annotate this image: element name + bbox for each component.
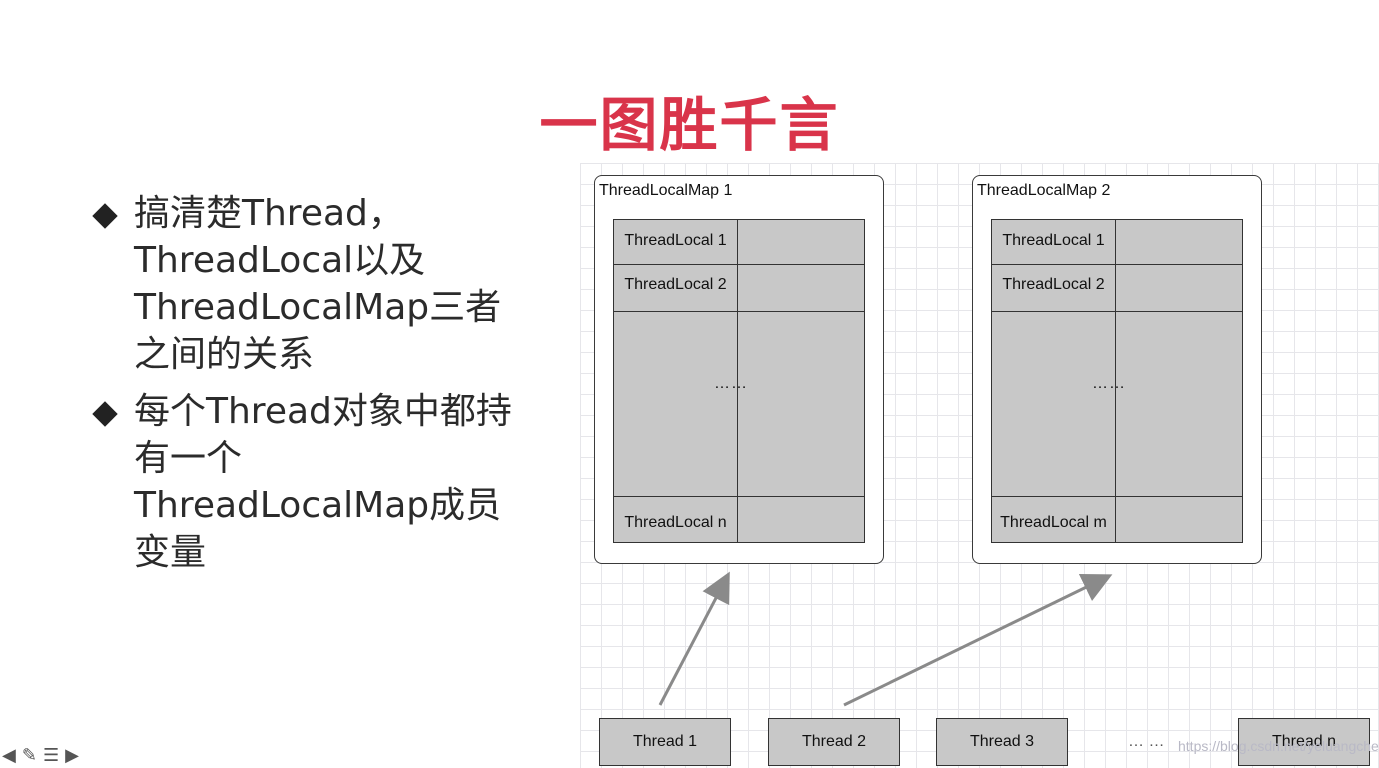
threadlocal-entry: ThreadLocal 1 bbox=[1002, 232, 1105, 249]
diamond-bullet-icon bbox=[92, 203, 118, 229]
threads-ellipsis: … … bbox=[1128, 733, 1165, 750]
thread-box: Thread 3 bbox=[936, 718, 1068, 766]
arrow-thread2-to-map2 bbox=[843, 574, 1113, 707]
thread-box: Thread 1 bbox=[599, 718, 731, 766]
pencil-icon[interactable]: ✎ bbox=[21, 745, 37, 766]
bullet-item: 搞清楚Thread，ThreadLocal以及ThreadLocalMap三者之… bbox=[92, 190, 552, 378]
bullet-text: 每个Thread对象中都持有一个ThreadLocalMap成员变量 bbox=[134, 391, 512, 573]
thread-diagram: ThreadLocalMap 1 ThreadLocal 1 ThreadLoc… bbox=[580, 163, 1379, 768]
slide-nav: ◀ ✎ ☰ ▶ bbox=[2, 746, 79, 766]
threadlocal-entry: ThreadLocal 2 bbox=[624, 276, 727, 293]
threadlocalmap-title: ThreadLocalMap 2 bbox=[977, 182, 1111, 199]
threadlocal-entry: ThreadLocal 1 bbox=[624, 232, 727, 249]
arrow-thread1-to-map1 bbox=[658, 571, 730, 706]
arrows-layer bbox=[658, 571, 1113, 707]
slide-title: 一图胜千言 bbox=[539, 91, 840, 159]
thread-box: Thread 2 bbox=[768, 718, 900, 766]
bullet-list: 搞清楚Thread，ThreadLocal以及ThreadLocalMap三者之… bbox=[92, 190, 552, 586]
threadlocalmap-box: ThreadLocalMap 1 ThreadLocal 1 ThreadLoc… bbox=[594, 175, 884, 564]
threadlocal-entry: ThreadLocal n bbox=[624, 514, 727, 531]
bullet-item: 每个Thread对象中都持有一个ThreadLocalMap成员变量 bbox=[92, 388, 552, 576]
arrow-left-icon[interactable]: ◀ bbox=[2, 745, 16, 766]
table-ellipsis: …… bbox=[1092, 375, 1126, 392]
diamond-bullet-icon bbox=[92, 401, 118, 427]
threadlocal-table: ThreadLocal 1 ThreadLocal 2 …… ThreadLoc… bbox=[991, 219, 1243, 543]
bullet-text: 搞清楚Thread，ThreadLocal以及ThreadLocalMap三者之… bbox=[134, 193, 502, 375]
threadlocal-entry: ThreadLocal 2 bbox=[1002, 276, 1105, 293]
threadlocalmap-box: ThreadLocalMap 2 ThreadLocal 1 ThreadLoc… bbox=[972, 175, 1262, 564]
table-ellipsis: …… bbox=[714, 375, 748, 392]
thread-box: Thread n bbox=[1238, 718, 1370, 766]
threadlocal-table: ThreadLocal 1 ThreadLocal 2 …… ThreadLoc… bbox=[613, 219, 865, 543]
threadlocalmap-title: ThreadLocalMap 1 bbox=[599, 182, 733, 199]
arrow-right-icon[interactable]: ▶ bbox=[65, 745, 79, 766]
menu-icon[interactable]: ☰ bbox=[42, 745, 60, 766]
watermark: https://blog.csdn.net/yeluangchen bbox=[1178, 738, 1379, 754]
threadlocal-entry: ThreadLocal m bbox=[1000, 514, 1107, 531]
